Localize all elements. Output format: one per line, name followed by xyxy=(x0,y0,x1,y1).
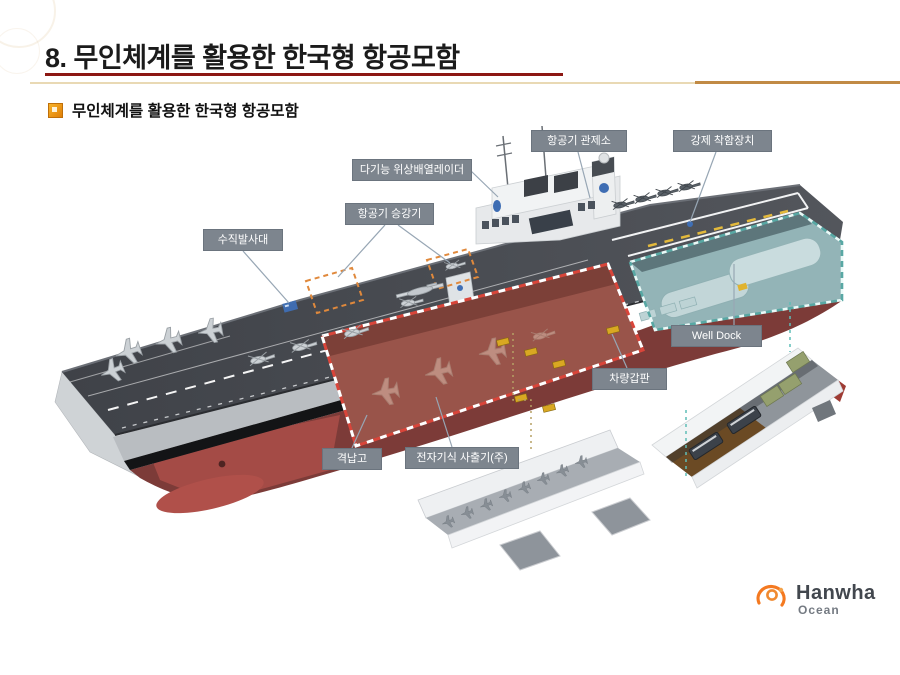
background-watermark-circle xyxy=(0,28,40,74)
section-heading-label: 무인체계를 활용한 한국형 항공모함 xyxy=(72,103,299,120)
hangar-detail-model xyxy=(417,429,651,571)
callout-electromagnetic-catapult: 전자기식 사출기(주) xyxy=(405,447,519,469)
callout-phased-array-radar: 다기능 위상배열레이더 xyxy=(352,159,472,181)
callout-arrested-landing-device: 강제 착함장치 xyxy=(673,130,772,152)
hangar-dashed-outline xyxy=(320,262,645,448)
header-rule xyxy=(30,82,900,84)
logo-division-text: Ocean xyxy=(798,603,840,617)
well-dock-detail-model xyxy=(651,347,846,489)
section-heading: 무인체계를 활용한 한국형 항공모함 xyxy=(48,99,299,121)
callout-vertical-launch-system: 수직발사대 xyxy=(203,229,283,251)
callout-hangar: 격납고 xyxy=(322,448,382,470)
well-dock-dashed-outline xyxy=(628,211,844,332)
elevator-dashed-outlines xyxy=(304,247,480,315)
dotted-connectors xyxy=(512,302,791,476)
vehicle-deck-vehicles xyxy=(496,325,620,413)
title-underline xyxy=(45,73,563,76)
orange-square-bullet-icon xyxy=(48,102,63,118)
callout-well-dock: Well Dock xyxy=(671,325,762,347)
page-title: 8. 무인체계를 활용한 한국형 항공모함 xyxy=(45,43,460,73)
callout-aircraft-control-center: 항공기 관제소 xyxy=(531,130,627,152)
hangar-cutaway xyxy=(322,264,643,446)
hanwha-swirl-icon xyxy=(756,584,786,607)
leader-lines xyxy=(242,151,735,449)
deck-aircraft xyxy=(96,258,467,387)
header-rule-accent xyxy=(695,81,900,84)
island-superstructure xyxy=(475,125,621,245)
well-dock-cutaway xyxy=(630,213,842,330)
logo-brand-text: Hanwha xyxy=(796,582,876,604)
hanwha-ocean-logo: Hanwha Ocean xyxy=(752,578,892,620)
callout-aircraft-elevator: 항공기 승강기 xyxy=(345,203,434,225)
callout-vehicle-deck: 차량갑판 xyxy=(592,368,667,390)
